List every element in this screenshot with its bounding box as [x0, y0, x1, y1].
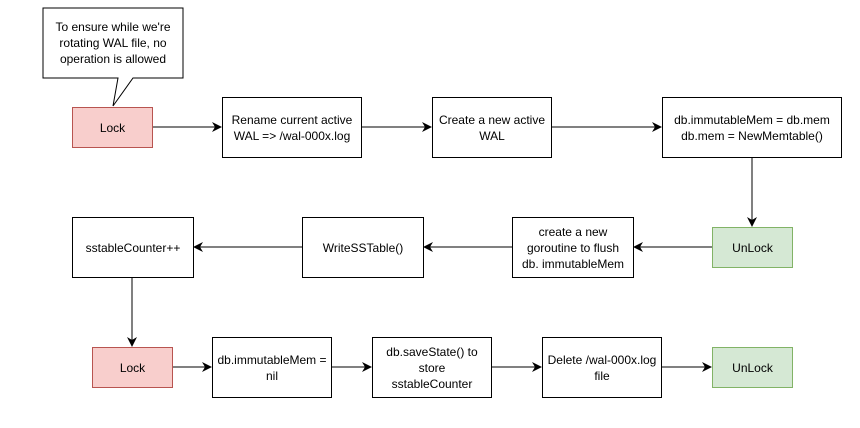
swap-memtable-node: db.immutableMem = db.mem db.mem = NewMem… — [662, 97, 842, 158]
unlock-node-1: UnLock — [712, 227, 793, 268]
create-wal-node: Create a new active WAL — [432, 97, 552, 158]
rename-wal-node: Rename current active WAL => /wal-000x.l… — [222, 97, 362, 158]
lock-node-1: Lock — [72, 107, 153, 148]
callout-note: To ensure while we're rotating WAL file,… — [55, 20, 171, 66]
clear-immutable-node: db.immutableMem = nil — [212, 337, 332, 398]
flush-goroutine-node: create a new goroutine to flush db. immu… — [512, 217, 634, 278]
unlock-node-2: UnLock — [712, 347, 793, 388]
save-state-node: db.saveState() to store sstableCounter — [372, 337, 492, 398]
sstable-counter-node: sstableCounter++ — [72, 217, 194, 278]
callout-bubble — [42, 7, 184, 107]
lock-node-2: Lock — [92, 347, 173, 388]
write-sstable-node: WriteSSTable() — [302, 217, 424, 278]
delete-wal-node: Delete /wal-000x.log file — [542, 337, 662, 398]
